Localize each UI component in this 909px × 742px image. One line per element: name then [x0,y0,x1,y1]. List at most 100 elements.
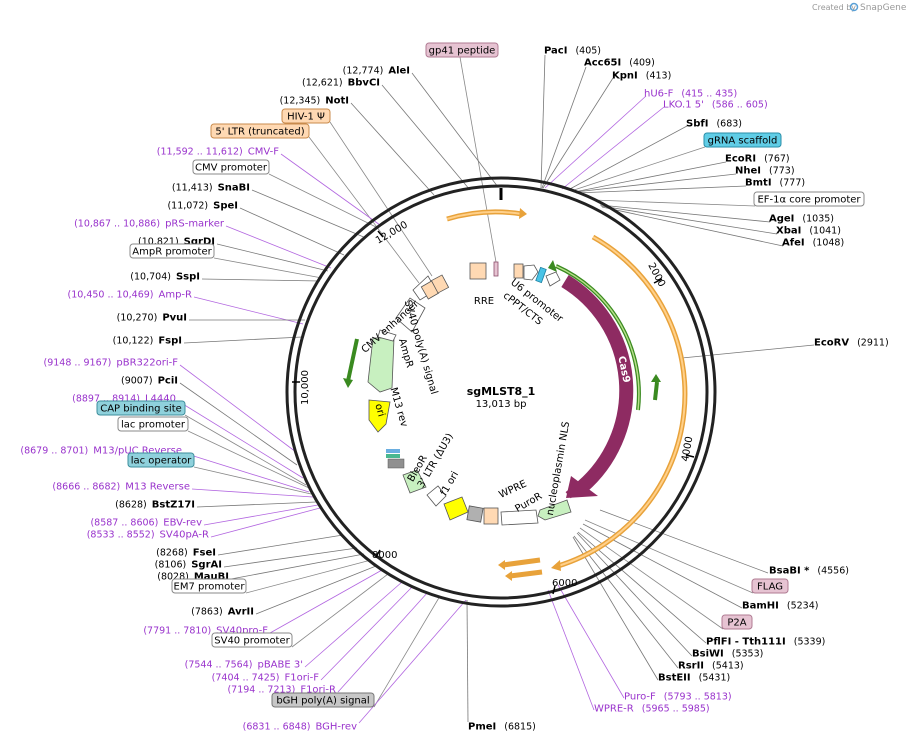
cppt-feature[interactable] [513,263,524,279]
label-fspi[interactable]: FspI(10,122) [113,336,182,347]
leader-ecori [573,161,727,193]
label-box-lacp [117,416,189,432]
label-bsabi[interactable]: BsaBI *(4556) [769,566,849,577]
bgh-feature[interactable] [466,505,484,523]
label-ecori[interactable]: EcoRI(767) [725,154,790,165]
label-ecorv[interactable]: EcoRV(2911) [814,338,889,349]
label-bsteii[interactable]: BstEII(5431) [658,673,730,684]
gp41-feature[interactable] [493,261,499,277]
rre-feature[interactable] [469,262,487,280]
label-pflfi[interactable]: PflFI - Tth111I(5339) [706,637,825,648]
puror-feature[interactable] [537,499,572,521]
label-grna[interactable]: gRNA scaffold [703,132,782,148]
label-hiv1[interactable]: HIV-1 Ψ [281,108,331,124]
label-pmei[interactable]: PmeI(6815) [468,722,536,733]
label-pbr[interactable]: pBR322ori-F(9148 .. 9167) [44,358,179,369]
label-f1orif[interactable]: F1ori-F(7404 .. 7425) [212,673,320,684]
label-bstz[interactable]: BstZ17I(8628) [115,500,195,511]
f1ori-feature[interactable] [443,496,469,521]
site-name-sv40par: SV40pA-R [160,530,209,541]
hiv1-feature[interactable] [430,274,450,294]
label-pbabe[interactable]: pBABE 3'(7544 .. 7564) [185,660,303,671]
label-rsrii[interactable]: RsrII(5413) [678,661,744,672]
label-agei[interactable]: AgeI(1035) [769,214,834,225]
label-alei[interactable]: AleI(12,774) [343,66,410,77]
label-pvui[interactable]: PvuI(10,270) [117,313,187,324]
label-flag[interactable]: FLAG [751,578,789,594]
label-bmti[interactable]: BmtI(777) [745,178,805,189]
label-pacI[interactable]: PacI(405) [544,46,601,57]
label-afei[interactable]: AfeI(1048) [782,238,844,249]
site-name-sv40prof: SV40pro-F [216,626,268,637]
nls-feature[interactable] [565,485,579,499]
bleor-feature[interactable] [402,469,427,494]
label-cmvp[interactable]: CMV promoter [192,159,270,175]
cmv-enhancer-feature[interactable] [395,297,426,333]
label-bsiwi[interactable]: BsiWI(5353) [692,649,763,660]
label-cap[interactable]: CAP binding site [96,400,186,416]
ori-feature[interactable] [368,399,391,433]
label-ef1a[interactable]: EF-1α core promoter [753,191,865,207]
label-prsm[interactable]: pRS-marker(10,867 .. 10,886) [74,219,225,230]
leader-ampr [193,296,304,325]
site-pos-prsm: (10,867 .. 10,886) [74,219,160,230]
label-ampr[interactable]: Amp-R(10,450 .. 10,469) [68,290,193,301]
label-wprer[interactable]: WPRE-R(5965 .. 5985) [594,704,710,715]
site-name-avrii: AvrII [228,607,254,618]
site-name-spei: SpeI [213,201,238,212]
label-pcii[interactable]: PciI(9007) [121,376,178,387]
label-bbvci[interactable]: BbvCI(12,621) [302,78,380,89]
label-snabi[interactable]: SnaBI(11,413) [172,183,250,194]
label-bamhi[interactable]: BamHI(5234) [742,601,818,612]
label-hu6f[interactable]: hU6-F(415 .. 435) [644,89,737,100]
site-pos-bamhi: (5234) [787,601,819,612]
label-spei[interactable]: SpeI(11,072) [167,201,238,212]
label-bghrev[interactable]: BGH-rev(6831 .. 6848) [243,722,357,733]
label-fsei[interactable]: FseI(8268) [156,548,216,559]
label-bgh[interactable]: bGH poly(A) signal [271,692,375,708]
cas9-feature[interactable] [561,275,634,493]
label-l4440[interactable]: L4440(8897 .. 8914) [72,394,176,405]
grna-feature[interactable] [535,266,547,284]
label-lacp[interactable]: lac promoter [117,416,189,432]
label-box-gp41 [425,42,499,58]
ltr3-feature[interactable] [483,507,499,525]
label-purof[interactable]: Puro-F(5793 .. 5813) [624,692,732,703]
label-sv40p[interactable]: SV40 promoter [211,632,293,648]
label-cmvf[interactable]: CMV-F(11,592 .. 11,612) [157,147,279,158]
site-name-l4440: L4440 [145,394,176,405]
label-f1orir[interactable]: F1ori-R(7194 .. 7213) [227,685,336,696]
leader-fspi [183,336,303,344]
label-laco[interactable]: lac operator [127,452,195,468]
label-acc65i[interactable]: Acc65I(409) [584,58,655,69]
label-kpni[interactable]: KpnI(413) [612,71,671,82]
label-nhei[interactable]: NheI(773) [735,166,795,177]
label-m13r[interactable]: M13 Reverse(8666 .. 8682) [52,482,190,493]
u6-feature[interactable] [523,264,539,281]
label-avrii[interactable]: AvrII(7863) [191,607,254,618]
label-noti[interactable]: NotI(12,345) [280,96,349,107]
label-m13puc[interactable]: M13/pUC Reverse(8679 .. 8701) [20,446,182,457]
label-sspi[interactable]: SspI(10,704) [130,272,200,283]
label-sgrdi[interactable]: SgrDI(10,821) [138,237,215,248]
ampr-promoter-feature[interactable] [377,329,397,342]
wpre-feature[interactable] [500,509,539,526]
label-sbfi[interactable]: SbfI(683) [686,119,742,130]
label-gp41[interactable]: gp41 peptide [425,42,499,58]
label-sv40par[interactable]: SV40pA-R(8533 .. 8552) [87,530,209,541]
ef1a-feature[interactable] [545,271,561,287]
label-p2a[interactable]: P2A [721,614,753,630]
label-maubi[interactable]: MauBI(8028) [157,572,229,583]
label-ebvr[interactable]: EBV-rev(8587 .. 8606) [90,518,202,529]
label-ampp[interactable]: AmpR promoter [129,243,215,259]
site-pos-hu6f: (415 .. 435) [681,89,737,100]
label-xbai[interactable]: XbaI(1041) [776,226,841,237]
inner-label-f1ori: f1 ori [439,470,462,498]
site-pos-pcii: (9007) [121,376,153,387]
label-sv40prof[interactable]: SV40pro-F(7791 .. 7810) [143,626,268,637]
label-em7[interactable]: EM7 promoter [171,578,247,594]
label-ltr5[interactable]: 5' LTR (truncated) [210,123,310,139]
label-sgrai[interactable]: SgrAI(8106) [155,560,222,571]
sv40p-feature[interactable] [426,485,447,507]
label-lko1[interactable]: LKO.1 5'(586 .. 605) [663,100,768,111]
